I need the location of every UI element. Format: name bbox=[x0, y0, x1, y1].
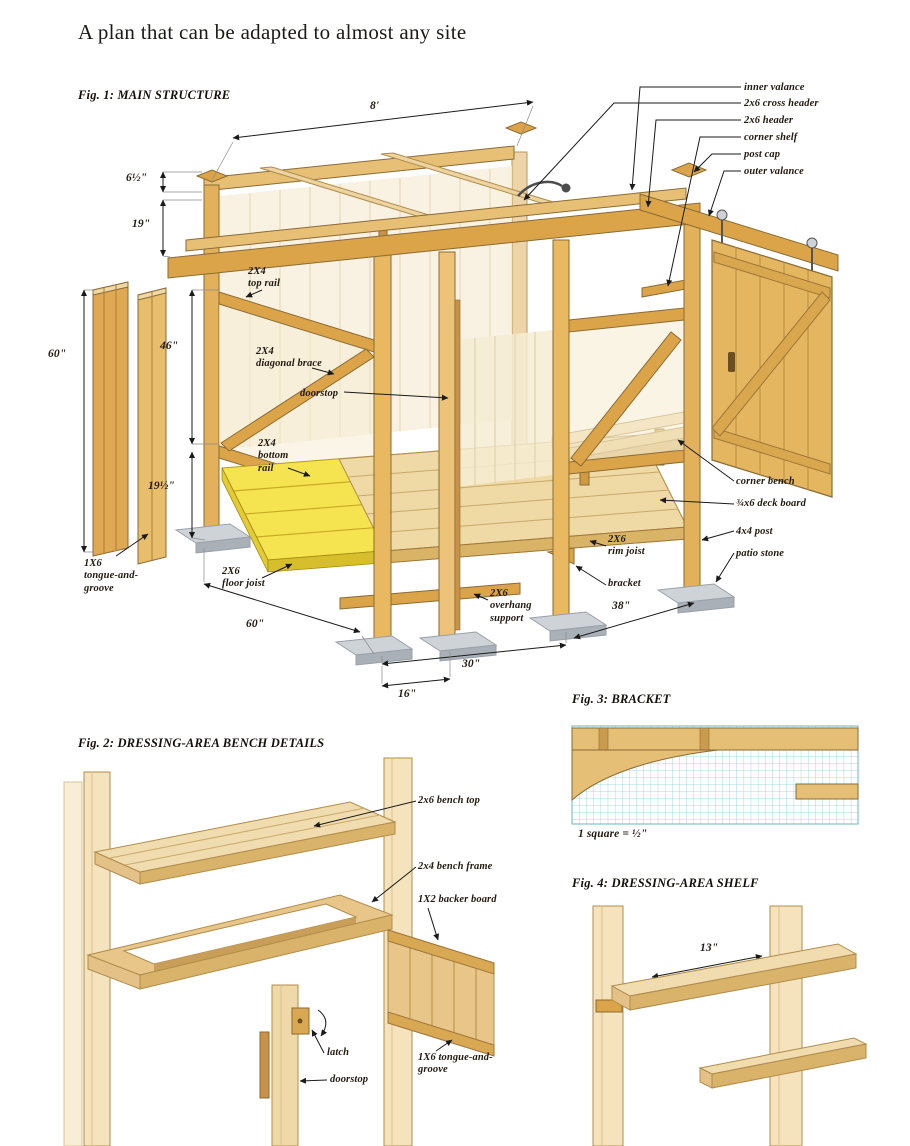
doorstop-strip bbox=[454, 299, 461, 631]
label-backer-board: 1X2 backer board bbox=[418, 894, 497, 905]
door-roller bbox=[716, 209, 728, 221]
dim-side-width: 60" bbox=[246, 618, 265, 630]
fig2-drawing bbox=[63, 757, 495, 1146]
fig3-drawing bbox=[571, 725, 859, 825]
headers bbox=[167, 162, 839, 279]
bracket-curve bbox=[571, 749, 719, 802]
doorway-interior bbox=[456, 330, 553, 487]
lower-rail bbox=[698, 1037, 868, 1089]
label-doorstop: doorstop bbox=[300, 388, 339, 399]
door-handle bbox=[728, 352, 735, 372]
label-tongue-and-groove-fig2: 1X6 tongue-and- groove bbox=[418, 1052, 493, 1076]
backer-panel bbox=[387, 929, 495, 1057]
dim-wall-height: 46" bbox=[160, 340, 179, 352]
fig4-caption: Fig. 4: DRESSING-AREA SHELF bbox=[572, 876, 759, 890]
corner-shelf bbox=[641, 279, 687, 298]
fig4-right-post bbox=[769, 905, 803, 1146]
dim-base-height: 19½" bbox=[148, 480, 175, 492]
label-diagonal-brace: 2X4 diagonal brace bbox=[256, 346, 322, 370]
dim-panel-height: 60" bbox=[48, 348, 67, 360]
label-deck-board: ¾x6 deck board bbox=[736, 498, 806, 509]
bracket-right-bar bbox=[795, 783, 859, 800]
post-cap-back bbox=[504, 121, 538, 135]
label-tongue-and-groove: 1X6 tongue-and- groove bbox=[84, 558, 139, 594]
label-grid-scale: 1 square = ½" bbox=[578, 828, 648, 840]
fig1-drawing bbox=[80, 86, 839, 979]
label-cross-header: 2x6 cross header bbox=[744, 98, 819, 109]
corner-posts bbox=[373, 209, 701, 653]
label-4x4-post: 4x4 post bbox=[736, 526, 773, 537]
fig3-caption: Fig. 3: BRACKET bbox=[572, 692, 671, 706]
outer-valance bbox=[639, 193, 839, 272]
dim-front-span: 30" bbox=[462, 658, 481, 670]
dim-right-span: 38" bbox=[612, 600, 631, 612]
dim-header-gap: 19" bbox=[132, 218, 151, 230]
fig4-drawing bbox=[592, 905, 868, 1146]
label-header: 2x6 header bbox=[744, 115, 794, 126]
label-latch: latch bbox=[327, 1047, 350, 1058]
doorway-posts bbox=[438, 239, 570, 649]
label-patio-stone: patio stone bbox=[736, 548, 785, 559]
latch-assembly bbox=[259, 984, 327, 1146]
sliding-door bbox=[711, 239, 833, 498]
page-title: A plan that can be adapted to almost any… bbox=[78, 20, 467, 44]
label-post-cap: post cap bbox=[744, 149, 781, 160]
tongue-and-groove-panels bbox=[92, 281, 167, 565]
label-doorstop-fig2: doorstop bbox=[330, 1074, 369, 1085]
front-right-wall bbox=[568, 307, 685, 475]
bench-frame bbox=[86, 894, 394, 990]
fig1-dimensions bbox=[80, 99, 763, 979]
label-bench-top: 2x6 bench top bbox=[418, 795, 480, 806]
label-bracket: bracket bbox=[608, 578, 641, 589]
dim-shelf-width: 13" bbox=[700, 942, 719, 954]
door-roller bbox=[806, 237, 818, 249]
label-overhang-support: 2X6 overhang support bbox=[490, 588, 532, 624]
label-top-rail: 2X4 top rail bbox=[248, 266, 281, 290]
fig1-leaders bbox=[115, 86, 741, 601]
shelf bbox=[610, 943, 858, 1011]
label-corner-bench: corner bench bbox=[736, 476, 795, 487]
dim-door-offset: 16" bbox=[398, 688, 417, 700]
bracket-header-band bbox=[571, 727, 859, 751]
fig1-caption: Fig. 1: MAIN STRUCTURE bbox=[78, 88, 231, 102]
label-outer-valance: outer valance bbox=[744, 166, 804, 177]
fig4-left-post bbox=[592, 905, 624, 1146]
fig2-caption: Fig. 2: DRESSING-AREA BENCH DETAILS bbox=[78, 736, 325, 750]
label-floor-joist: 2X6 floor joist bbox=[222, 566, 265, 590]
label-bottom-rail: 2X4 bottom rail bbox=[258, 438, 289, 474]
dim-13in bbox=[651, 954, 763, 979]
fig2-leaders bbox=[299, 800, 453, 1084]
bench-top bbox=[93, 801, 397, 885]
doorstop-piece bbox=[259, 1031, 270, 1099]
label-bench-frame: 2x4 bench frame bbox=[418, 861, 493, 872]
label-corner-shelf: corner shelf bbox=[744, 132, 798, 143]
dim-length: 8' bbox=[370, 100, 380, 112]
dim-valance-height: 6½" bbox=[126, 172, 148, 184]
label-inner-valance: inner valance bbox=[744, 82, 805, 93]
label-rim-joist: 2X6 rim joist bbox=[608, 534, 645, 558]
inner-valance bbox=[185, 187, 687, 252]
